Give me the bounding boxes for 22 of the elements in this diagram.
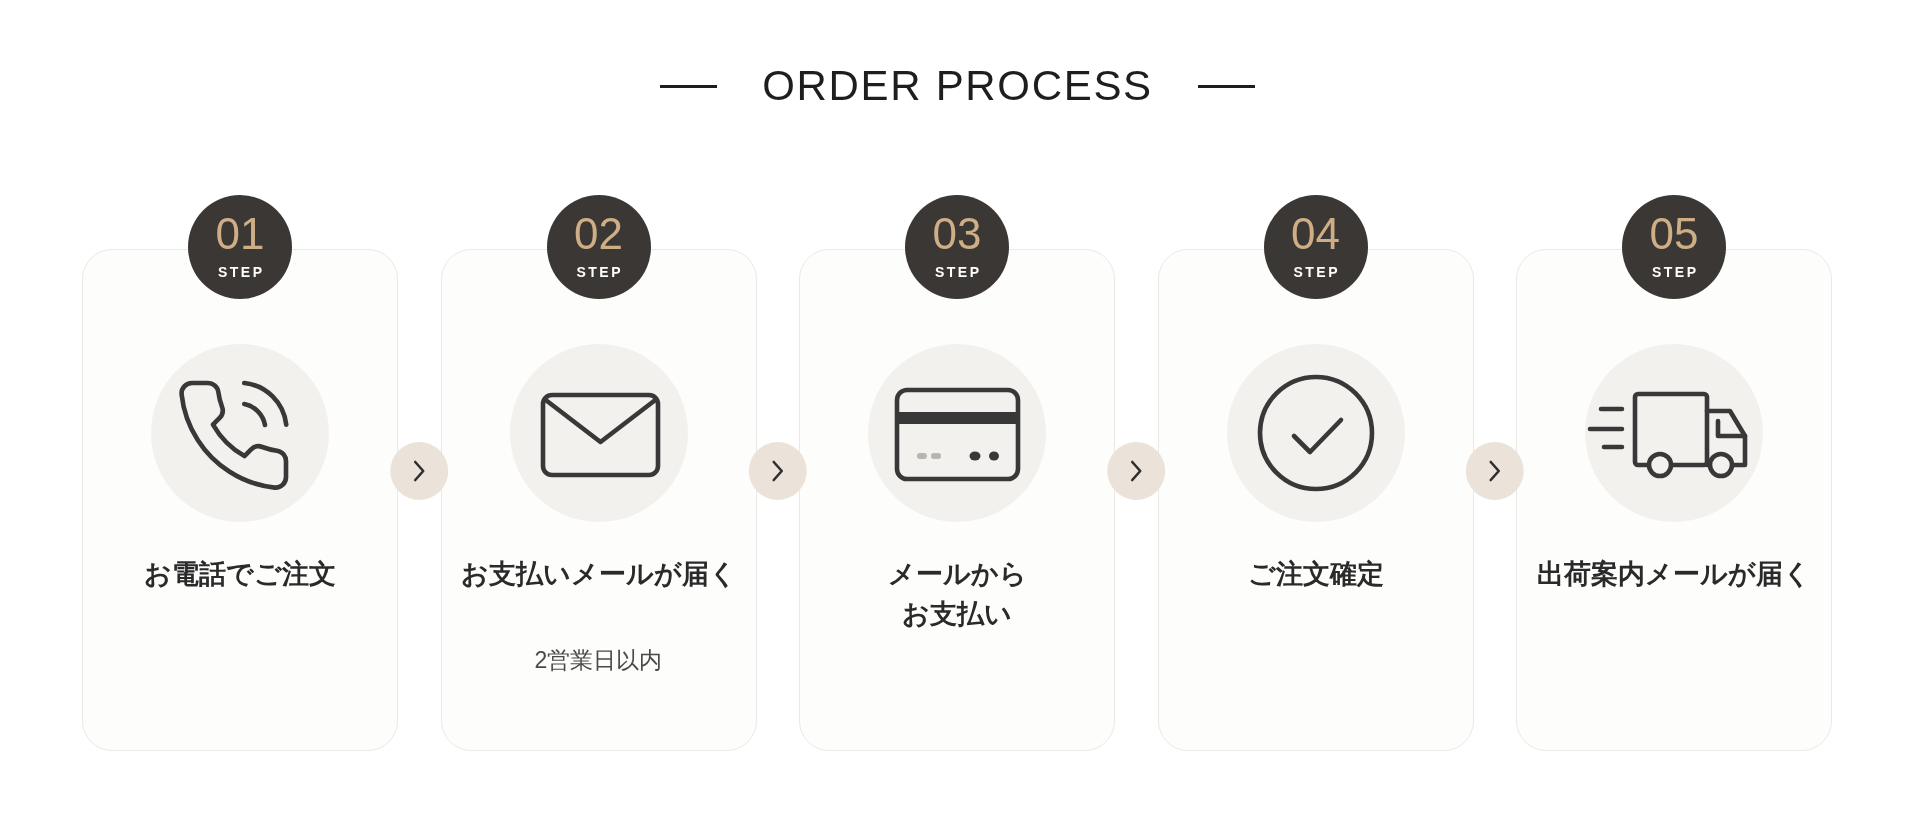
step-number: 03 bbox=[932, 212, 982, 256]
step-number: 01 bbox=[215, 212, 265, 256]
step-label: STEP bbox=[1292, 264, 1341, 280]
step-title: お電話でご注文 bbox=[144, 558, 336, 591]
step-title: お支払いメールが届く bbox=[460, 558, 737, 591]
step-card bbox=[1157, 249, 1474, 751]
step-note: 2営業日以内 bbox=[534, 646, 663, 675]
step-label: STEP bbox=[933, 264, 982, 280]
step-card bbox=[1516, 249, 1832, 751]
step-title: メールからお支払い bbox=[886, 558, 1028, 631]
step-card bbox=[799, 249, 1115, 751]
step-label: STEP bbox=[1650, 264, 1699, 280]
step-number: 04 bbox=[1291, 212, 1340, 256]
step-card bbox=[440, 249, 757, 751]
step-number: 05 bbox=[1649, 212, 1699, 256]
page-title: ORDER PROCESS bbox=[762, 61, 1153, 111]
step-label: STEP bbox=[216, 264, 265, 280]
step-card bbox=[82, 249, 398, 751]
step-title: 出荷案内メールが届く bbox=[1537, 558, 1811, 591]
step-label: STEP bbox=[575, 264, 624, 280]
step-title: ご注文確定 bbox=[1247, 558, 1384, 591]
step-number: 02 bbox=[574, 212, 623, 256]
